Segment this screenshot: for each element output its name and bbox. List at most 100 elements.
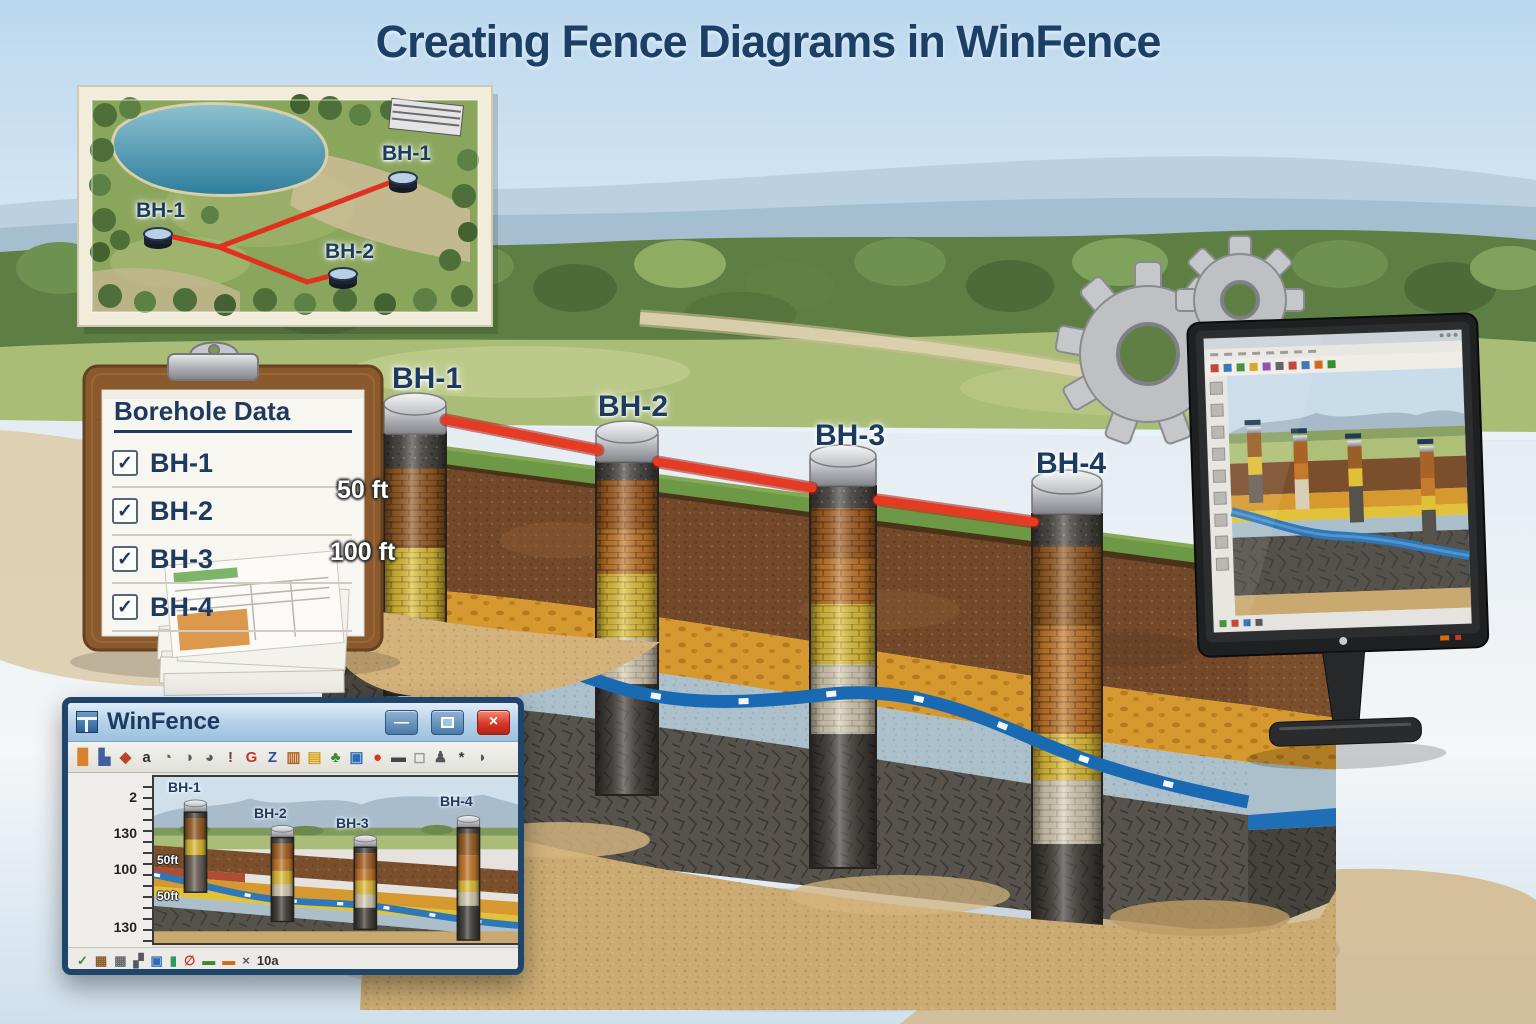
statusbar-icon[interactable]: ∅ — [183, 952, 196, 968]
axis-tick-label: 130 — [113, 825, 137, 841]
toolbar-icon[interactable]: ◔ — [162, 748, 173, 766]
mini-borehole-label: BH-4 — [440, 793, 473, 809]
checkbox: ✓ — [112, 450, 138, 476]
fence-diagram-view[interactable]: BH-1 BH-2 BH-3 BH-4 50ft 50ft — [152, 775, 518, 945]
checklist-item-label: BH-1 — [150, 447, 214, 478]
depth-label-50ft: 50 ft — [337, 476, 389, 504]
red-survey-line — [439, 413, 1041, 529]
toolbar-icon[interactable]: Z — [267, 748, 278, 766]
clipboard-clip — [167, 341, 259, 381]
mini-borehole — [456, 815, 481, 941]
maximize-button[interactable] — [431, 709, 464, 735]
statusbar-icon[interactable]: ▬ — [202, 952, 216, 968]
toolbar-icon[interactable]: ▥ — [286, 749, 301, 766]
dirt-area — [290, 150, 470, 262]
toolbar-icon[interactable]: ◻ — [413, 749, 426, 766]
maximize-icon — [441, 716, 454, 728]
mini-depth-label: 50ft — [157, 853, 179, 867]
minimize-button[interactable]: — — [385, 709, 418, 735]
monitor-stand — [1268, 650, 1422, 747]
statusbar-icon[interactable]: ▞ — [133, 952, 144, 968]
borehole-label-bh1: BH-1 — [392, 362, 463, 395]
toolbar-icon[interactable]: G — [245, 748, 258, 766]
statusbar-icon[interactable]: ▦ — [94, 952, 108, 968]
checkbox: ✓ — [112, 498, 138, 524]
check-icon: ✓ — [117, 452, 133, 474]
statusbar-icon[interactable]: ▦ — [114, 952, 127, 968]
depth-axis: 2 130 100 130 — [68, 773, 152, 947]
toolbar-icon[interactable]: ▣ — [349, 749, 364, 766]
borehole-cap — [595, 420, 659, 463]
checkbox: ✓ — [112, 546, 138, 572]
borehole-label-bh3: BH-3 — [815, 419, 886, 452]
map-marker-label: BH-2 — [325, 240, 375, 263]
toolbar-icon[interactable]: ♟ — [433, 749, 448, 766]
borehole-cap — [1031, 469, 1103, 515]
toolbar-icon[interactable]: ◕ — [204, 748, 215, 766]
borehole-cap — [383, 392, 447, 435]
statusbar-icon[interactable]: ▣ — [150, 952, 163, 968]
grass-surface — [322, 434, 1252, 572]
map-trees — [89, 94, 479, 316]
close-button[interactable]: × — [477, 709, 510, 735]
monitor — [1186, 312, 1490, 770]
borehole-label-bh2: BH-2 — [598, 390, 669, 423]
toolbar-icon[interactable]: * — [458, 748, 465, 766]
mini-borehole — [353, 834, 378, 931]
toolbar-icon[interactable]: a — [142, 748, 151, 766]
statusbar-icon[interactable]: ▬ — [222, 952, 236, 968]
monitor-screen — [1203, 329, 1473, 633]
check-icon: ✓ — [117, 500, 133, 522]
toolbar-icon[interactable]: ▤ — [307, 749, 322, 766]
axis-tick-label: 100 — [113, 861, 137, 877]
check-icon: ✓ — [117, 548, 133, 570]
checkbox: ✓ — [112, 594, 138, 620]
toolbar-icon[interactable]: ● — [372, 748, 383, 766]
borehole-column-bh2 — [595, 420, 659, 796]
toolbar-icon[interactable]: ◗ — [477, 748, 488, 766]
mini-fence-art — [154, 777, 518, 943]
statusbar-icon[interactable]: ✓ — [77, 952, 88, 968]
toolbar-icon[interactable]: ▬ — [391, 748, 406, 766]
statusbar-icon[interactable]: × — [242, 952, 250, 968]
borehole-marker — [328, 267, 358, 289]
mini-borehole-label: BH-2 — [254, 805, 287, 821]
borehole-column-bh3 — [809, 444, 877, 869]
depth-label-100ft: 100 ft — [330, 538, 396, 566]
monitor-logo — [1339, 636, 1348, 645]
toolbar-icon[interactable]: ▉ — [77, 749, 90, 766]
checklist-item: ✓ BH-1 — [112, 440, 352, 488]
window-statusbar: ✓ ▦ ▦ ▞ ▣ ▮ ∅ ▬ ▬ × 10a — [68, 947, 518, 969]
mini-borehole-label: BH-1 — [168, 779, 201, 795]
borehole-label-bh4: BH-4 — [1036, 447, 1107, 480]
checklist-item-label: BH-2 — [150, 495, 214, 526]
window-titlebar[interactable]: WinFence — × — [68, 703, 518, 742]
map-marker-label: BH-1 — [136, 199, 186, 222]
mini-borehole — [183, 799, 208, 893]
checklist-item: ✓ BH-2 — [112, 488, 352, 536]
checklist-item: ✓ BH-4 — [112, 584, 352, 632]
borehole-column-bh4 — [1031, 469, 1103, 939]
toolbar-icon[interactable]: ◆ — [119, 749, 132, 766]
page-title: Creating Fence Diagrams in WinFence — [375, 16, 1162, 67]
toolbar-icon[interactable]: ◑ — [183, 748, 194, 766]
borehole-marker — [143, 227, 173, 249]
statusbar-icon[interactable]: ▮ — [169, 952, 177, 968]
lake — [111, 102, 329, 198]
sand-banks — [321, 600, 1336, 1010]
toolbar-icon[interactable]: ♣ — [330, 748, 341, 766]
checklist-item: ✓ BH-3 — [112, 536, 352, 584]
mini-borehole — [270, 824, 295, 923]
app-icon — [76, 711, 98, 733]
checklist-item-label: BH-4 — [150, 591, 214, 622]
check-icon: ✓ — [117, 596, 133, 618]
mini-borehole-label: BH-3 — [336, 815, 369, 831]
toolbar-icon[interactable]: ▙ — [98, 749, 111, 766]
borehole-marker — [388, 171, 418, 193]
clipboard-checklist: ✓ BH-1 ✓ BH-2 ✓ BH-3 ✓ BH-4 — [112, 440, 352, 632]
borehole-cap — [809, 444, 877, 487]
toolbar-icon[interactable]: ! — [228, 748, 233, 766]
statusbar-icon[interactable]: 10a — [256, 952, 279, 968]
